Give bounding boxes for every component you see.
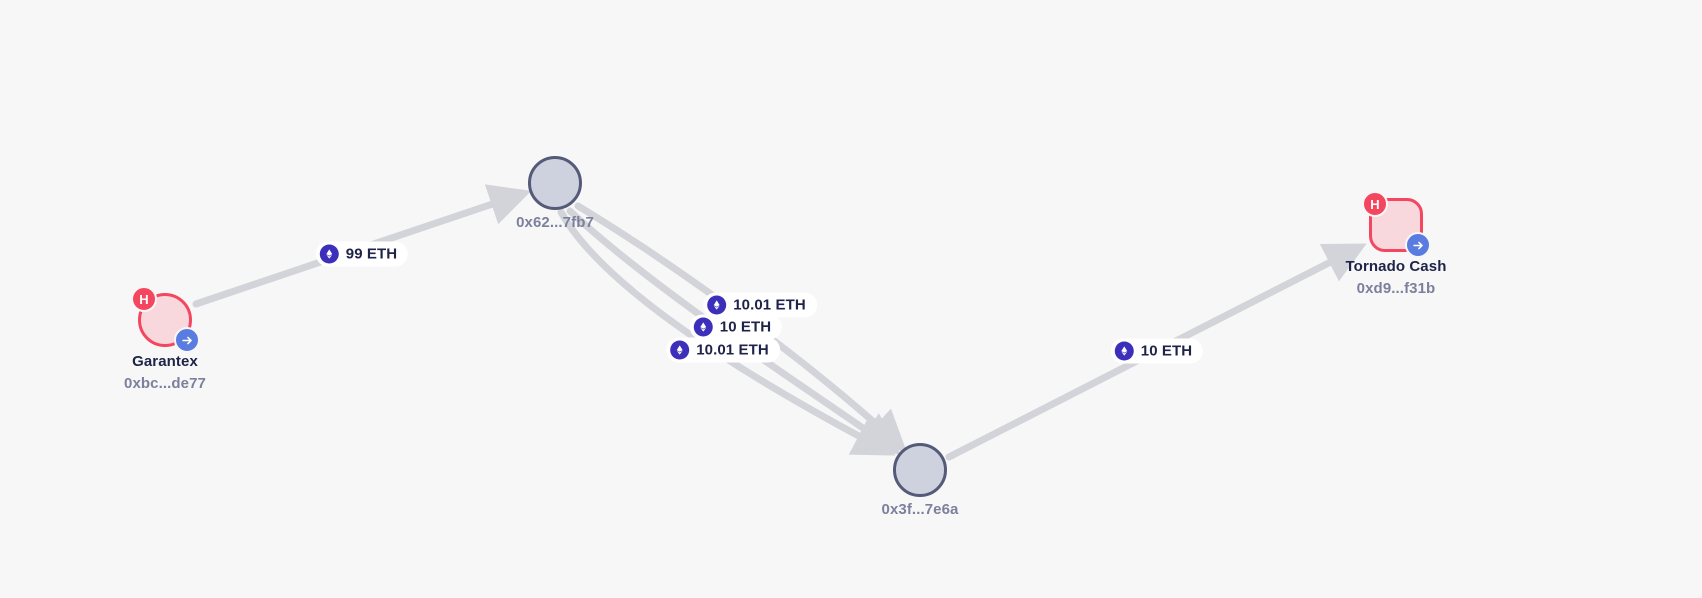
- edge-label-amount: 10.01 ETH: [696, 341, 769, 359]
- hack-badge-icon: H: [131, 286, 157, 312]
- ethereum-icon: [707, 295, 727, 315]
- node-0x62-7fb7-address: 0x62...7fb7: [516, 214, 594, 231]
- node-garantex-shape[interactable]: H: [131, 286, 200, 353]
- outflow-arrow-badge-icon: [1405, 232, 1431, 258]
- ethereum-icon: [693, 317, 713, 337]
- node-tornado-cash-shape[interactable]: H: [1362, 191, 1431, 258]
- node-garantex-title: Garantex: [132, 353, 198, 370]
- node-tornado-cash-address: 0xd9...f31b: [1356, 280, 1436, 297]
- node-0x62-7fb7[interactable]: 0x62...7fb7: [516, 156, 594, 231]
- edge-label-amount: 99 ETH: [345, 245, 398, 263]
- node-garantex-caption: Garantex 0xbc...de77: [124, 353, 206, 392]
- node-0x3f-7e6a[interactable]: 0x3f...7e6a: [882, 443, 958, 518]
- edge-label-10-01-eth-c[interactable]: 10.01 ETH: [666, 337, 780, 363]
- outflow-arrow-badge-icon: [174, 327, 200, 353]
- ethereum-icon: [1114, 341, 1134, 361]
- node-0x62-7fb7-caption: 0x62...7fb7: [516, 214, 594, 231]
- ethereum-icon: [319, 244, 339, 264]
- node-tornado-cash[interactable]: H Tornado Cash 0xd9...f31b: [1346, 191, 1446, 297]
- node-0x3f-7e6a-shape[interactable]: [893, 443, 947, 497]
- node-garantex-address: 0xbc...de77: [124, 375, 206, 392]
- edge-label-amount: 10.01 ETH: [733, 296, 806, 314]
- edge-label-10-eth-tornado[interactable]: 10 ETH: [1110, 338, 1204, 364]
- node-0x3f-7e6a-address: 0x3f...7e6a: [881, 501, 959, 518]
- node-garantex[interactable]: H Garantex 0xbc...de77: [124, 286, 206, 392]
- edge-label-10-01-eth-a[interactable]: 10.01 ETH: [703, 292, 817, 318]
- node-0x62-7fb7-shape[interactable]: [528, 156, 582, 210]
- node-tornado-cash-title: Tornado Cash: [1345, 258, 1447, 275]
- edge-label-99-eth[interactable]: 99 ETH: [315, 241, 409, 267]
- node-0x3f-7e6a-caption: 0x3f...7e6a: [882, 501, 959, 518]
- edge-label-amount: 10 ETH: [1140, 342, 1193, 360]
- edge-label-amount: 10 ETH: [719, 318, 772, 336]
- hack-badge-icon: H: [1362, 191, 1388, 217]
- node-tornado-cash-caption: Tornado Cash 0xd9...f31b: [1346, 258, 1447, 297]
- ethereum-icon: [670, 340, 690, 360]
- edge-label-10-eth-b[interactable]: 10 ETH: [689, 314, 783, 340]
